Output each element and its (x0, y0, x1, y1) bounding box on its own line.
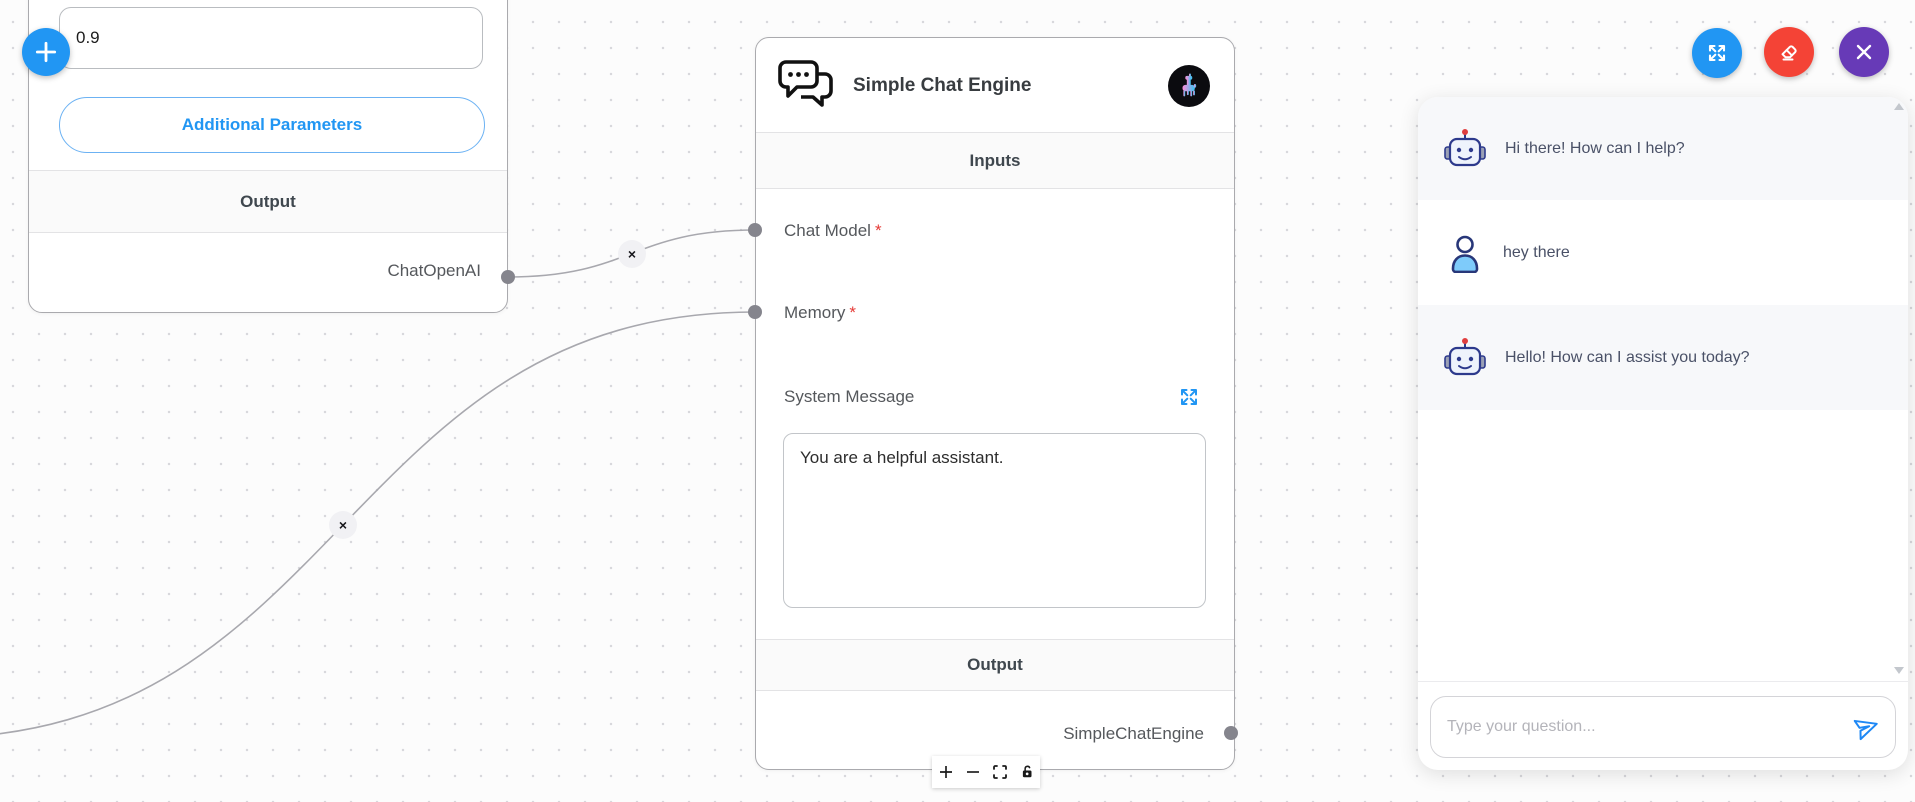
scroll-down-arrow[interactable] (1894, 667, 1904, 674)
simplechatengine-output-handle[interactable] (1224, 726, 1238, 740)
simple-chat-engine-node[interactable]: Simple Chat Engine Inputs Cha (755, 37, 1235, 770)
close-icon (1856, 44, 1872, 60)
chat-input-container (1430, 696, 1896, 758)
chat-panel: Hi there! How can I help? hey there Hell… (1418, 97, 1908, 770)
output-anchor-label: SimpleChatEngine (1063, 724, 1204, 743)
add-node-button[interactable] (22, 28, 70, 76)
llamaindex-badge (1168, 65, 1210, 107)
chat-message-bot: Hi there! How can I help? (1418, 97, 1908, 200)
bot-avatar-icon (1444, 128, 1486, 166)
chat-message-text: Hi there! How can I help? (1505, 139, 1685, 157)
memory-input-handle[interactable] (748, 305, 762, 319)
close-chat-button[interactable] (1839, 27, 1889, 77)
minus-icon (966, 771, 979, 773)
required-marker: * (874, 221, 882, 240)
edge-memory-connection[interactable] (0, 311, 756, 738)
chat-message-text: hey there (1503, 243, 1570, 261)
system-message-textarea[interactable]: You are a helpful assistant. (783, 433, 1206, 608)
edge-delete-button[interactable]: × (618, 240, 646, 268)
chatopenai-node[interactable]: Additional Parameters Output ChatOpenAI (28, 0, 508, 313)
additional-parameters-button[interactable]: Additional Parameters (59, 97, 485, 153)
bot-avatar-icon (1444, 337, 1486, 375)
system-message-label-text: System Message (784, 387, 915, 406)
memory-label-text: Memory (784, 303, 846, 322)
send-message-icon[interactable] (1849, 709, 1884, 744)
zoom-in-button[interactable] (932, 756, 959, 788)
zoom-out-button[interactable] (959, 756, 986, 788)
output-section-header: Output (756, 639, 1234, 691)
required-marker: * (849, 303, 857, 322)
edge-delete-button[interactable]: × (329, 511, 357, 539)
plus-icon (35, 41, 57, 63)
chat-input-divider (1418, 681, 1908, 682)
fit-view-button[interactable] (986, 756, 1013, 788)
expand-system-message-icon[interactable] (1177, 385, 1201, 409)
scroll-up-arrow[interactable] (1894, 103, 1904, 110)
inputs-section-header: Inputs (756, 132, 1234, 189)
plus-icon (939, 766, 952, 778)
chat-model-label: Chat Model* (784, 214, 882, 248)
memory-label: Memory* (784, 296, 856, 330)
temperature-input[interactable] (59, 7, 483, 69)
lock-icon (1022, 765, 1031, 778)
chat-message-text: Hello! How can I assist you today? (1505, 348, 1750, 366)
chatopenai-output-handle[interactable] (501, 270, 515, 284)
eraser-icon (1781, 45, 1797, 61)
output-section-header: Output (29, 170, 507, 233)
chat-model-label-text: Chat Model (784, 221, 871, 240)
node-title: Simple Chat Engine (853, 75, 1032, 96)
chat-message-user: hey there (1418, 200, 1908, 305)
user-avatar-icon (1451, 235, 1479, 273)
lock-interactivity-button[interactable] (1013, 756, 1040, 788)
canvas-zoom-controls (932, 756, 1040, 788)
expand-chat-button[interactable] (1692, 28, 1742, 78)
output-anchor-label: ChatOpenAI (387, 261, 481, 280)
chat-message-bot: Hello! How can I assist you today? (1418, 305, 1908, 410)
close-icon: × (338, 517, 348, 533)
close-icon: × (627, 246, 637, 262)
system-message-label: System Message (784, 380, 914, 414)
chat-bubbles-icon (778, 60, 833, 107)
chat-model-input-handle[interactable] (748, 223, 762, 237)
llama-icon (1182, 73, 1197, 97)
clear-chat-button[interactable] (1764, 27, 1814, 77)
expand-arrows-icon (1708, 44, 1726, 62)
fit-view-icon (992, 765, 1007, 779)
chat-question-input[interactable] (1445, 717, 1853, 737)
